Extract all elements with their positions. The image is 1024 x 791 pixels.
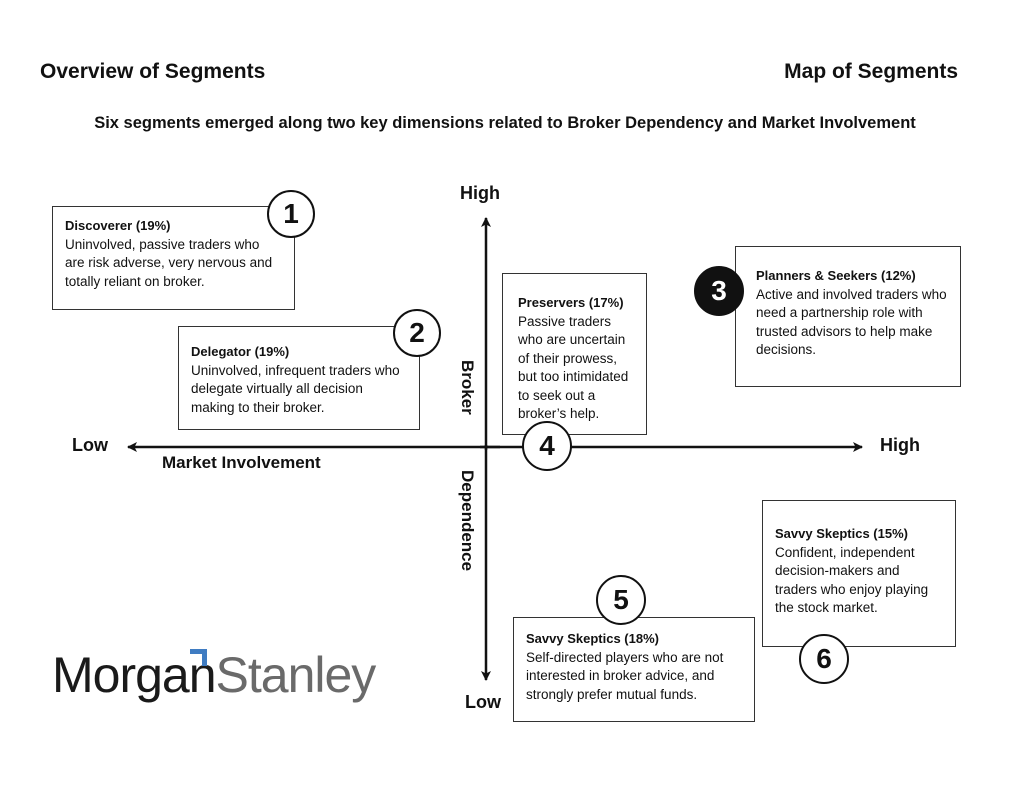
segment-number-6: 6 [799, 634, 849, 684]
morgan-stanley-logo: MorganStanley [52, 645, 377, 705]
y-axis-high-label: High [460, 183, 500, 203]
segment-name: Preservers (17%) [518, 295, 624, 310]
segment-box-preservers: Preservers (17%) Passive traders who are… [502, 273, 647, 435]
segment-description: Passive traders who are uncertain of the… [518, 313, 629, 422]
segment-number-3: 3 [694, 266, 744, 316]
segment-box-delegator: Delegator (19%) Uninvolved, infrequent t… [178, 326, 420, 430]
segment-name: Savvy Skeptics (15%) [775, 526, 908, 541]
segment-box-planners-seekers: Planners & Seekers (12%) Active and invo… [735, 246, 961, 387]
segment-number-1: 1 [267, 190, 315, 238]
segment-name: Discoverer (19%) [65, 218, 171, 233]
segment-description: Uninvolved, passive traders who are risk… [65, 236, 273, 289]
logo-text-stanley: Stanley [215, 647, 377, 703]
segment-box-savvy-skeptics-18: Savvy Skeptics (18%) Self-directed playe… [513, 617, 755, 722]
x-axis-high-label: High [880, 435, 920, 455]
logo-mark-icon [190, 649, 207, 666]
segment-number-5: 5 [596, 575, 646, 625]
x-axis-title: Market Involvement [162, 453, 321, 472]
map-title: Map of Segments [784, 60, 958, 83]
y-axis-low-label: Low [465, 692, 501, 712]
segment-description: Active and involved traders who need a p… [756, 286, 947, 358]
segment-name: Delegator (19%) [191, 344, 290, 359]
logo-text-morgan: Morgan [52, 647, 217, 703]
overview-title: Overview of Segments [40, 60, 266, 83]
segment-name: Planners & Seekers (12%) [756, 268, 916, 283]
segment-number-2: 2 [393, 309, 441, 357]
segment-name: Savvy Skeptics (18%) [526, 631, 659, 646]
segment-box-savvy-skeptics-15: Savvy Skeptics (15%) Confident, independ… [762, 500, 956, 647]
x-axis-low-label: Low [72, 435, 108, 455]
segment-number-4: 4 [522, 421, 572, 471]
segment-description: Self-directed players who are not intere… [526, 649, 724, 702]
segment-description: Uninvolved, infrequent traders who deleg… [191, 362, 400, 415]
segment-description: Confident, independent decision-makers a… [775, 544, 929, 616]
subtitle: Six segments emerged along two key dimen… [94, 114, 916, 132]
y-axis-title-dependence: Dependence [458, 470, 477, 572]
y-axis-title-broker: Broker [458, 360, 477, 415]
segment-box-discoverer: Discoverer (19%) Uninvolved, passive tra… [52, 206, 295, 310]
